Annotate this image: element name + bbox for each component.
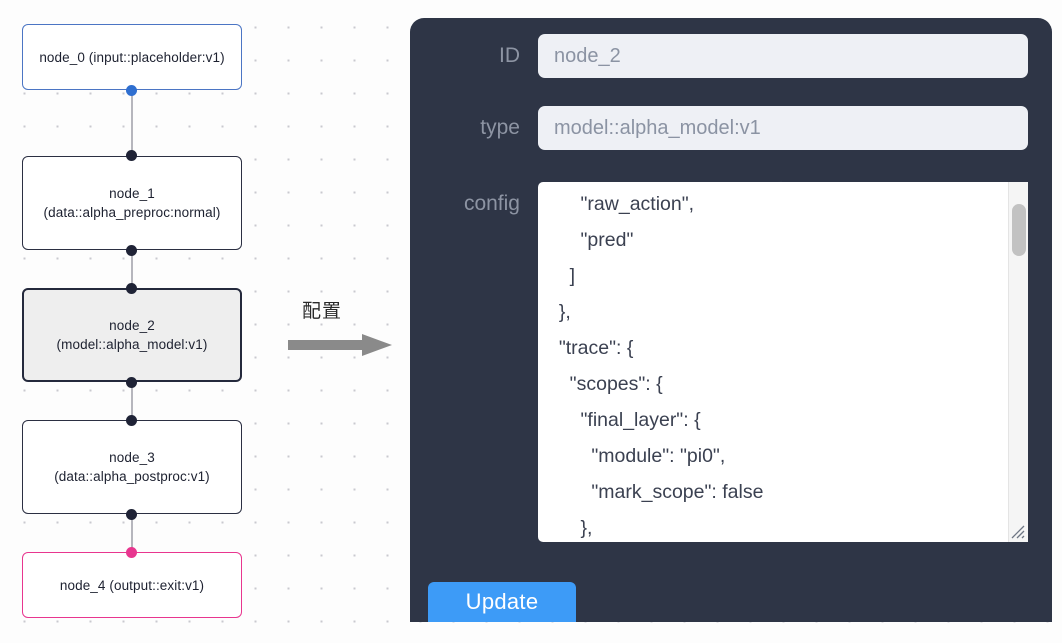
update-button[interactable]: Update bbox=[428, 582, 576, 622]
port-node3-input[interactable] bbox=[126, 415, 137, 426]
graph-node-label: node_1 (data::alpha_preproc:normal) bbox=[43, 186, 221, 220]
graph-node-label: node_4 (output::exit:v1) bbox=[59, 577, 205, 593]
type-field-label: type bbox=[480, 116, 520, 139]
graph-node-node_3[interactable]: node_3 (data::alpha_postproc:v1) bbox=[22, 420, 242, 514]
transition-caption: 配置 bbox=[302, 300, 343, 322]
port-node1-input[interactable] bbox=[126, 150, 137, 161]
graph-node-node_1[interactable]: node_1 (data::alpha_preproc:normal) bbox=[22, 156, 242, 250]
type-field[interactable] bbox=[538, 106, 1028, 150]
edge-node3-node4 bbox=[131, 514, 133, 552]
graph-node-label: node_2 (model::alpha_model:v1) bbox=[56, 318, 208, 352]
edge-node0-node1 bbox=[131, 90, 133, 156]
field-row-config: config "raw_action", "pred" ] }, "trace"… bbox=[410, 182, 1028, 542]
graph-node-node_4[interactable]: node_4 (output::exit:v1) bbox=[22, 552, 242, 618]
field-row-type: type bbox=[410, 106, 1028, 150]
port-node3-output[interactable] bbox=[126, 509, 137, 520]
graph-canvas[interactable]: node_0 (input::placeholder:v1) node_1 (d… bbox=[0, 0, 398, 643]
field-row-id: ID bbox=[410, 34, 1028, 78]
graph-node-node_2[interactable]: node_2 (model::alpha_model:v1) bbox=[22, 288, 242, 382]
node-config-panel: 配置 SOSIOATI ID type config "raw_action",… bbox=[410, 18, 1052, 622]
graph-node-node_0[interactable]: node_0 (input::placeholder:v1) bbox=[22, 24, 242, 90]
transition-annotation: 配置 bbox=[288, 296, 396, 362]
port-node4-input[interactable] bbox=[126, 547, 137, 558]
port-node2-input[interactable] bbox=[126, 283, 137, 294]
id-field[interactable] bbox=[538, 34, 1028, 78]
config-textarea[interactable]: "raw_action", "pred" ] }, "trace": { "sc… bbox=[538, 182, 1028, 542]
config-field-label: config bbox=[463, 192, 520, 215]
graph-node-label: node_0 (input::placeholder:v1) bbox=[39, 49, 225, 65]
id-field-label: ID bbox=[499, 44, 520, 67]
config-textarea-wrapper: "raw_action", "pred" ] }, "trace": { "sc… bbox=[538, 182, 1028, 542]
edge-node1-node2 bbox=[131, 250, 133, 288]
config-scrollbar[interactable] bbox=[1008, 182, 1028, 542]
graph-node-label: node_3 (data::alpha_postproc:v1) bbox=[54, 450, 210, 484]
port-node1-output[interactable] bbox=[126, 245, 137, 256]
edge-node2-node3 bbox=[131, 382, 133, 420]
port-node2-output[interactable] bbox=[126, 377, 137, 388]
right-arrow-icon bbox=[288, 334, 392, 356]
resize-grip-icon[interactable] bbox=[1008, 522, 1026, 540]
config-scrollbar-thumb[interactable] bbox=[1012, 204, 1026, 256]
port-node0-output[interactable] bbox=[126, 85, 137, 96]
